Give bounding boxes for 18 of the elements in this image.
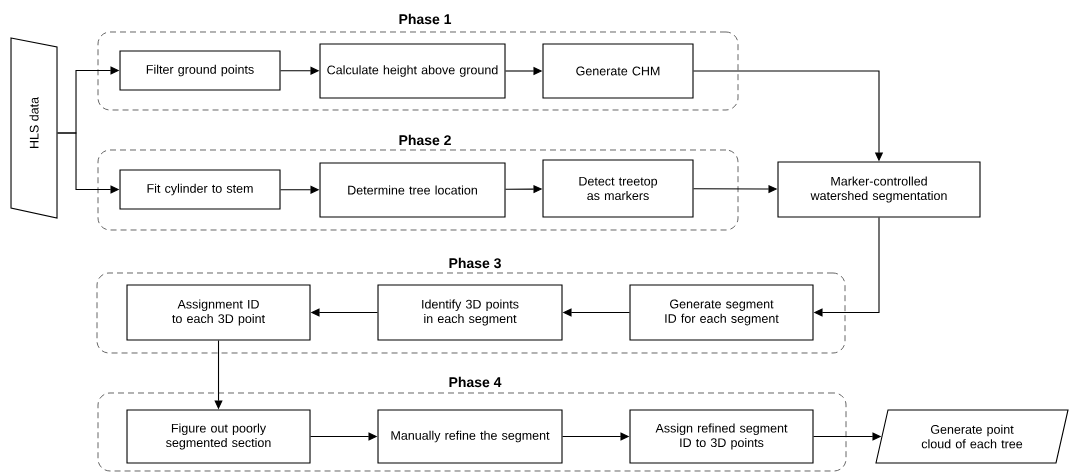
process-box: Assignment ID to each 3D point — [126, 284, 311, 341]
process-box: Manually refine the segment — [377, 409, 563, 464]
output-parallelogram: Generate point cloud of each tree — [875, 409, 1069, 464]
process-box: Generate CHM — [542, 43, 694, 99]
phase-title: Phase 1 — [399, 13, 452, 25]
process-box: Calculate height above ground — [319, 43, 506, 99]
process-box: Generate segment ID for each segment — [629, 284, 814, 341]
process-box: Assign refined segment ID to 3D points — [629, 409, 814, 464]
process-box: Fit cylinder to stem — [119, 169, 281, 210]
process-box: Marker-controlled watershed segmentation — [777, 161, 981, 218]
process-box: Detect treetop as markers — [542, 159, 694, 218]
process-box: Identify 3D points in each segment — [377, 284, 563, 341]
process-box: Filter ground points — [119, 50, 281, 91]
process-box: Figure out poorly segmented section — [126, 409, 311, 464]
process-box: Determine tree location — [319, 162, 506, 218]
phase-title: Phase 2 — [399, 134, 451, 146]
phase-title: Phase 3 — [449, 257, 501, 269]
phase-title: Phase 4 — [449, 376, 502, 388]
